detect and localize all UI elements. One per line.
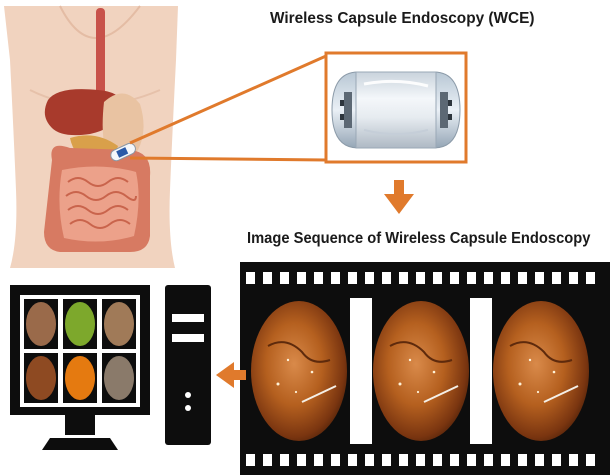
film-sprockets-top <box>246 272 595 284</box>
arrow-down-icon <box>384 180 414 214</box>
esophagus <box>96 8 105 96</box>
film-sprockets-bottom <box>246 454 595 466</box>
endoscopy-frame-2 <box>372 298 470 444</box>
endoscopy-frame-1 <box>250 298 348 444</box>
small-intestine <box>59 166 138 241</box>
anatomy-illustration <box>4 6 178 268</box>
capsule-camera-image <box>332 70 460 148</box>
film-strip <box>240 262 610 475</box>
computer-illustration <box>10 285 211 450</box>
computer-tower-icon <box>165 285 211 445</box>
endoscopy-frame-3 <box>492 298 590 444</box>
